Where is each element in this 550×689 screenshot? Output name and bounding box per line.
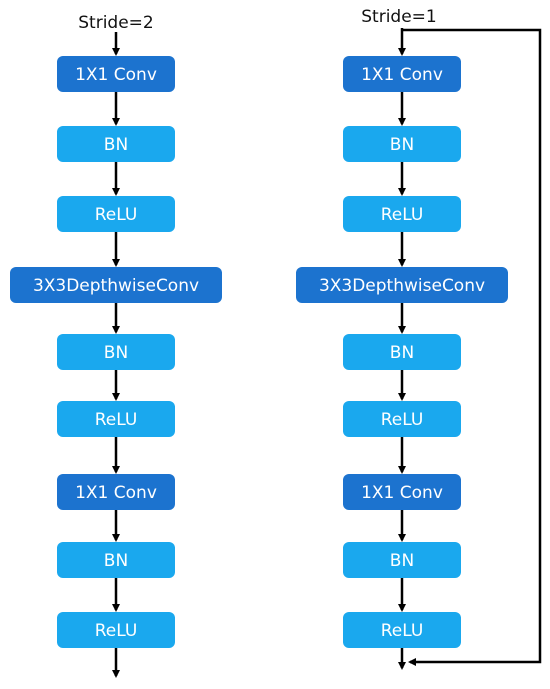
right-node-6-label: ReLU bbox=[381, 410, 424, 430]
skip-connection-line bbox=[402, 28, 542, 666]
left-node-9 bbox=[57, 612, 175, 648]
left-column: 1X1 ConvBNReLU3X3DepthwiseConvBNReLU1X1 … bbox=[10, 32, 222, 678]
right-node-5 bbox=[343, 334, 461, 370]
left-node-8-label: BN bbox=[104, 551, 128, 571]
left-node-5-label: BN bbox=[104, 343, 128, 363]
right-node-1 bbox=[343, 56, 461, 92]
left-node-1-label: 1X1 Conv bbox=[75, 65, 157, 85]
left-node-2-label: BN bbox=[104, 135, 128, 155]
skip-connection bbox=[402, 28, 542, 666]
left-node-4-label: 3X3DepthwiseConv bbox=[33, 276, 199, 296]
left-node-6-label: ReLU bbox=[95, 410, 138, 430]
left-node-7 bbox=[57, 474, 175, 510]
right-stride-label: Stride=1 bbox=[361, 7, 436, 27]
left-node-6 bbox=[57, 401, 175, 437]
left-node-3 bbox=[57, 196, 175, 232]
left-node-1 bbox=[57, 56, 175, 92]
right-node-9 bbox=[343, 612, 461, 648]
right-node-7 bbox=[343, 474, 461, 510]
right-node-8 bbox=[343, 542, 461, 578]
left-node-8 bbox=[57, 542, 175, 578]
right-node-2 bbox=[343, 126, 461, 162]
right-node-9-label: ReLU bbox=[381, 621, 424, 641]
right-node-8-label: BN bbox=[390, 551, 414, 571]
right-node-1-label: 1X1 Conv bbox=[361, 65, 443, 85]
left-stride-label: Stride=2 bbox=[78, 13, 153, 33]
right-node-5-label: BN bbox=[390, 343, 414, 363]
right-column: 1X1 ConvBNReLU3X3DepthwiseConvBNReLU1X1 … bbox=[296, 28, 508, 670]
right-node-4 bbox=[296, 267, 508, 303]
left-node-3-label: ReLU bbox=[95, 205, 138, 225]
right-node-3 bbox=[343, 196, 461, 232]
right-node-3-label: ReLU bbox=[381, 205, 424, 225]
right-node-6 bbox=[343, 401, 461, 437]
left-node-7-label: 1X1 Conv bbox=[75, 483, 157, 503]
left-node-4 bbox=[10, 267, 222, 303]
right-node-7-label: 1X1 Conv bbox=[361, 483, 443, 503]
right-node-2-label: BN bbox=[390, 135, 414, 155]
left-node-9-label: ReLU bbox=[95, 621, 138, 641]
left-node-2 bbox=[57, 126, 175, 162]
right-node-4-label: 3X3DepthwiseConv bbox=[319, 276, 485, 296]
left-node-5 bbox=[57, 334, 175, 370]
